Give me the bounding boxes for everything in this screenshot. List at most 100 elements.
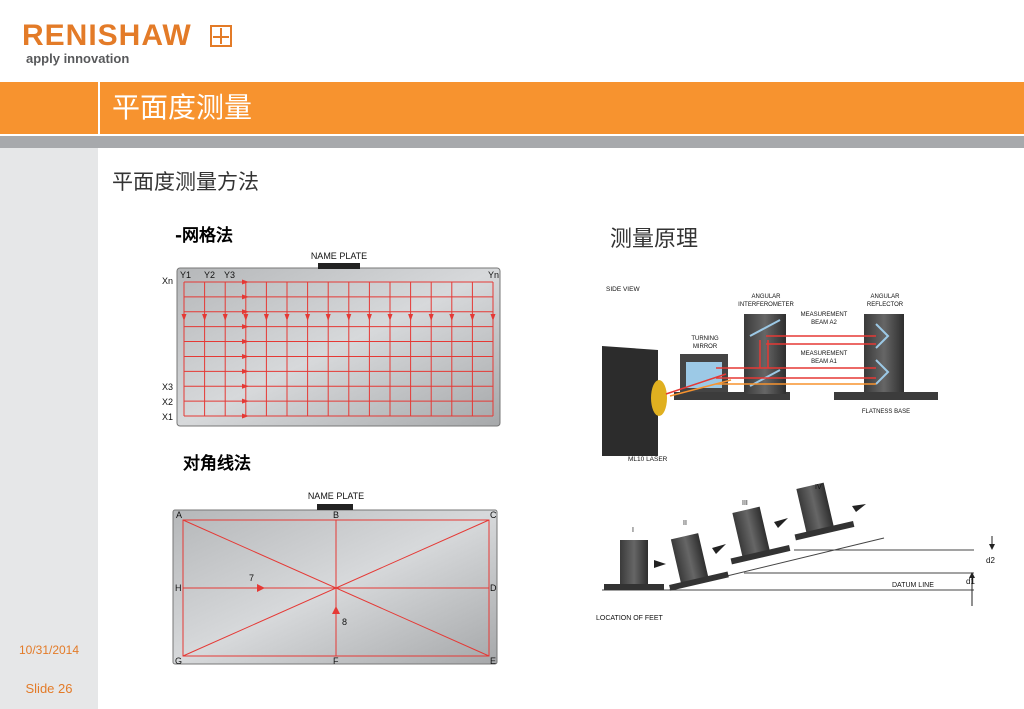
laser-body [602, 346, 658, 456]
interferometer-label-1: ANGULAR [751, 294, 781, 300]
slide-date: 10/31/2014 [18, 643, 80, 657]
header-strip [0, 134, 1024, 148]
grid-row-arrow [242, 309, 249, 315]
grid-column-arrow [408, 314, 414, 321]
flatness-base-label: FLATNESS BASE [862, 409, 910, 415]
diagonal-method-figure: NAME PLATE A B C D E F G H 7 8 [172, 491, 498, 666]
angular-reflector [864, 314, 904, 394]
grid-column-arrow [428, 314, 434, 321]
grid-method-figure: NAME PLATE Y1 Y2 Y3 Yn Xn X3 X2 X1 [162, 251, 501, 427]
corner-e: E [490, 656, 496, 666]
grid-column-arrow [469, 314, 475, 321]
flatness-base [834, 392, 938, 400]
grid-row-arrow [242, 413, 249, 419]
corner-a: A [176, 510, 182, 520]
diag-name-plate-label: NAME PLATE [308, 491, 364, 501]
grid-column-arrow [202, 314, 208, 321]
title-bar [0, 82, 1024, 134]
grid-row-arrow [242, 398, 249, 404]
foot-i-block [620, 540, 648, 586]
line-8-arrow [332, 606, 340, 614]
line-number-8: 8 [342, 617, 347, 627]
row-label-x2: X2 [162, 397, 173, 407]
col-label-yn: Yn [488, 270, 499, 280]
grid-row-arrow [242, 339, 249, 345]
company-logo: RENISHAW [22, 19, 192, 52]
laser-aperture [651, 380, 667, 416]
corner-g: G [175, 656, 182, 666]
line-number-7: 7 [249, 573, 254, 583]
logo-mark-icon [210, 25, 232, 47]
row-label-xn: Xn [162, 276, 173, 286]
principle-heading: 测量原理 [610, 227, 699, 252]
grid-column-arrow [490, 314, 496, 321]
grid-row-arrow [242, 324, 249, 330]
grid-column-arrow [284, 314, 290, 321]
interferometer-label-2: INTERFEROMETER [738, 302, 794, 308]
grid-row-arrow [242, 368, 249, 374]
section-subtitle: 平面度测量方法 [112, 170, 259, 194]
position-iv: IV [815, 484, 822, 491]
angular-interferometer [744, 314, 786, 394]
title-bar-divider [98, 82, 100, 134]
beam-a2-label-1: MEASUREMENT [801, 312, 848, 318]
laser-label: ML10 LASER [628, 456, 668, 463]
grid-column-arrow [222, 314, 228, 321]
laser-beams-return [669, 379, 876, 397]
beam-a2-label-2: BEAM A2 [811, 320, 837, 326]
grid-column-arrow [181, 314, 187, 321]
row-label-x3: X3 [162, 382, 173, 392]
grid-column-arrow [366, 314, 372, 321]
corner-d: D [490, 583, 497, 593]
turning-mirror-label-1: TURNING [691, 336, 719, 342]
corner-h: H [175, 583, 182, 593]
laser-beams [665, 335, 876, 395]
row-label-x1: X1 [162, 412, 173, 422]
line-7-arrow [257, 584, 265, 592]
name-plate-tab [318, 263, 360, 269]
datum-line-label: DATUM LINE [892, 582, 934, 589]
side-view-label: SIDE VIEW [606, 286, 640, 293]
position-iii: III [742, 500, 748, 507]
logo-tagline: apply innovation [26, 51, 130, 66]
grid-method-heading: -网格法 [175, 226, 234, 246]
grid-row-arrow [242, 279, 249, 285]
col-label-y3: Y3 [224, 270, 235, 280]
corner-f: F [333, 656, 339, 666]
grid-lines [183, 281, 494, 417]
corner-b: B [333, 510, 339, 520]
grid-column-arrow [263, 314, 269, 321]
grid-column-arrow [449, 314, 455, 321]
corner-c: C [490, 510, 497, 520]
interferometer-base [674, 392, 790, 400]
left-sidebar [0, 148, 98, 709]
position-i: I [632, 527, 634, 534]
header-strip-line [0, 134, 1024, 136]
turning-mirror-label-2: MIRROR [693, 344, 718, 350]
grid-row-arrow [242, 383, 249, 389]
reflector-label-1: ANGULAR [870, 294, 900, 300]
measurement-principle-figure: SIDE VIEW ML10 LASER TURNING MIRROR ANGU… [602, 286, 938, 463]
col-label-y1: Y1 [180, 270, 191, 280]
reflector-label-2: REFLECTOR [867, 302, 904, 308]
d1-label: d1 [966, 577, 975, 586]
page-title: 平面度测量 [112, 91, 253, 124]
grid-column-arrow [243, 314, 249, 321]
position-ii: II [683, 520, 687, 527]
slide-number: Slide 26 [25, 681, 73, 696]
d2-label: d2 [986, 556, 995, 565]
beam-a1-label-2: BEAM A1 [811, 359, 837, 365]
grid-row-arrow [242, 353, 249, 359]
grid-column-arrow [305, 314, 311, 321]
grid-column-arrow [387, 314, 393, 321]
grid-column-arrow [346, 314, 352, 321]
diag-name-plate-tab [317, 504, 353, 510]
grid-column-arrow [325, 314, 331, 321]
grid-arrows [181, 279, 496, 419]
grid-row-arrow [242, 294, 249, 300]
feet-location-figure: I II III IV d2 d1 DATUM LINE LOCATION OF… [596, 482, 995, 622]
col-label-y2: Y2 [204, 270, 215, 280]
beam-a1-label-1: MEASUREMENT [801, 351, 848, 357]
diagonal-method-heading: 对角线法 [183, 454, 251, 474]
grid-name-plate-label: NAME PLATE [311, 251, 367, 261]
